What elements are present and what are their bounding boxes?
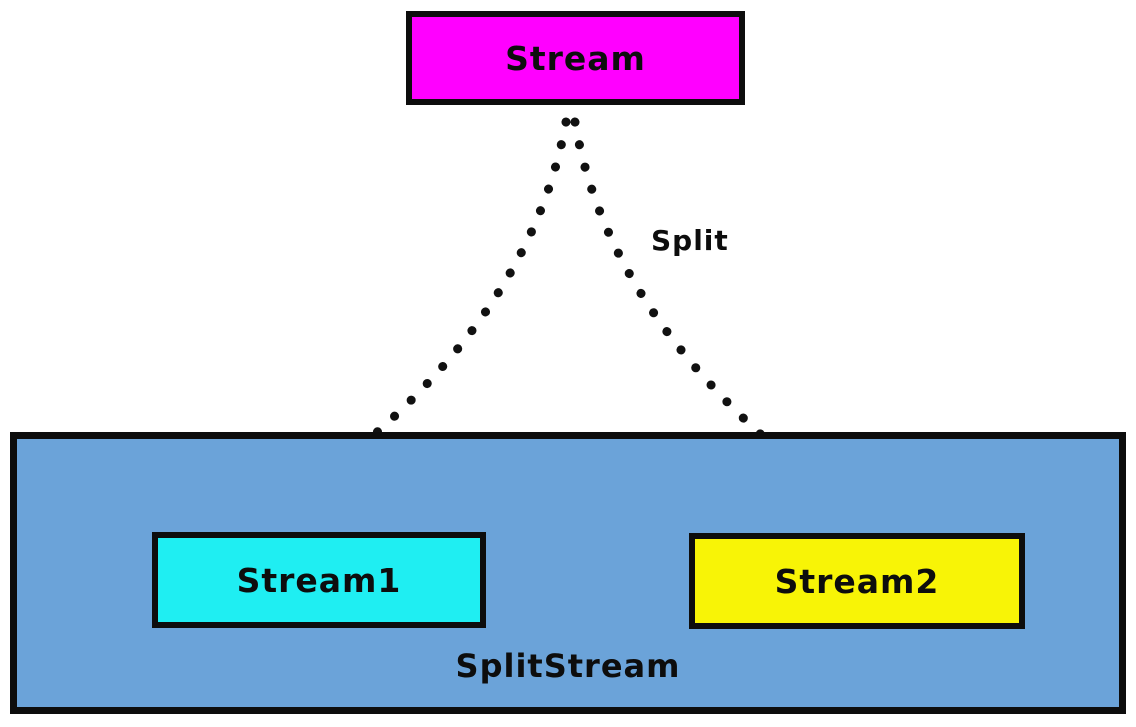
node-stream1-label: Stream1 xyxy=(236,560,402,600)
container-splitstream: Stream1 Stream2 SplitStream xyxy=(10,432,1126,714)
node-stream-label: Stream xyxy=(505,38,646,78)
node-stream1: Stream1 xyxy=(152,532,486,628)
edge-label-split: Split xyxy=(651,224,729,257)
node-stream2: Stream2 xyxy=(689,533,1025,629)
node-stream2-label: Stream2 xyxy=(774,561,940,601)
node-stream: Stream xyxy=(406,11,745,105)
container-splitstream-label: SplitStream xyxy=(455,647,681,685)
